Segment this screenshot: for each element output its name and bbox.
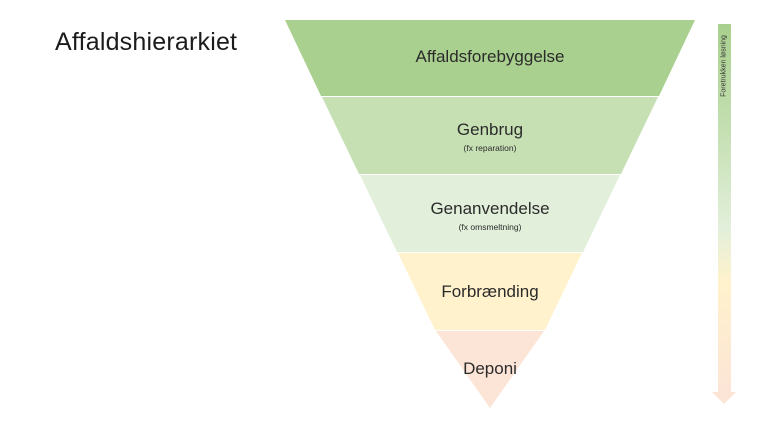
level-4-shape <box>398 253 582 330</box>
level-forbraending: Forbrænding <box>441 282 539 301</box>
level-1-shape <box>285 20 695 96</box>
preference-arrow <box>718 24 731 394</box>
level-5-shape <box>436 331 544 408</box>
level-3-shape <box>360 175 620 252</box>
level-genbrug: Genbrug (fx reparation) <box>456 120 524 153</box>
level-2-shape <box>322 97 658 174</box>
arrow-label: Foretrukken løsning <box>720 35 728 97</box>
level-deponi: Deponi <box>463 359 517 378</box>
level-affaldsforebyggelse: Affaldsforebyggelse <box>415 47 565 66</box>
page-title: Affaldshierarkiet <box>55 28 238 56</box>
level-genanvendelse: Genanvendelse (fx omsmeltning) <box>430 199 550 232</box>
arrow-down-icon <box>712 392 736 404</box>
